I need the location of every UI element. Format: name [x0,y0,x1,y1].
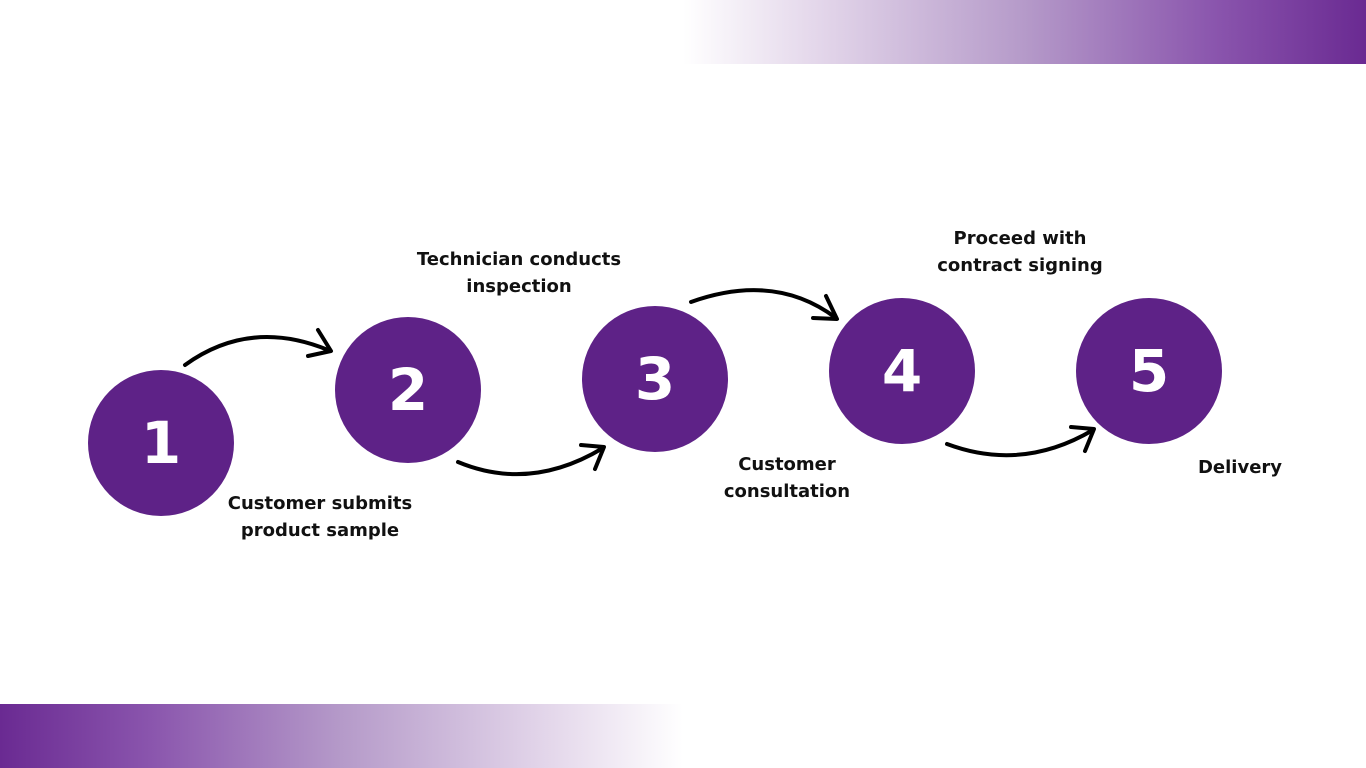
arrow-2-to-3-head [579,443,606,471]
step-5-number: 5 [1128,337,1170,405]
arrow-4-to-5 [945,428,1095,458]
top-gradient-band [683,0,1366,64]
step-1-label: Customer submits product sample [227,493,413,541]
bottom-gradient-band [0,704,683,768]
arrow-3-to-4-head [811,294,839,321]
step-5-circle: 5 [1076,298,1222,444]
step-4-label: Proceed with contract signing [937,228,1103,276]
step-3-number: 3 [634,345,676,413]
step-1-circle: 1 [88,370,234,516]
step-1-number: 1 [140,409,182,477]
step-3-label: Customer consultation [723,454,851,502]
step-4-circle: 4 [829,298,975,444]
arrow-1-to-2-head [306,328,333,358]
step-2-circle: 2 [335,317,481,463]
arrow-4-to-5-head [1069,425,1096,453]
arrow-1-to-2 [183,335,330,367]
arrow-3-to-4 [689,288,838,320]
step-2-number: 2 [387,356,429,424]
arrow-2-to-3 [456,446,605,477]
step-4-number: 4 [881,337,923,405]
step-2-label: Technician conducts inspection [416,249,622,297]
step-5-label: Delivery [1197,457,1283,478]
step-3-circle: 3 [582,306,728,452]
